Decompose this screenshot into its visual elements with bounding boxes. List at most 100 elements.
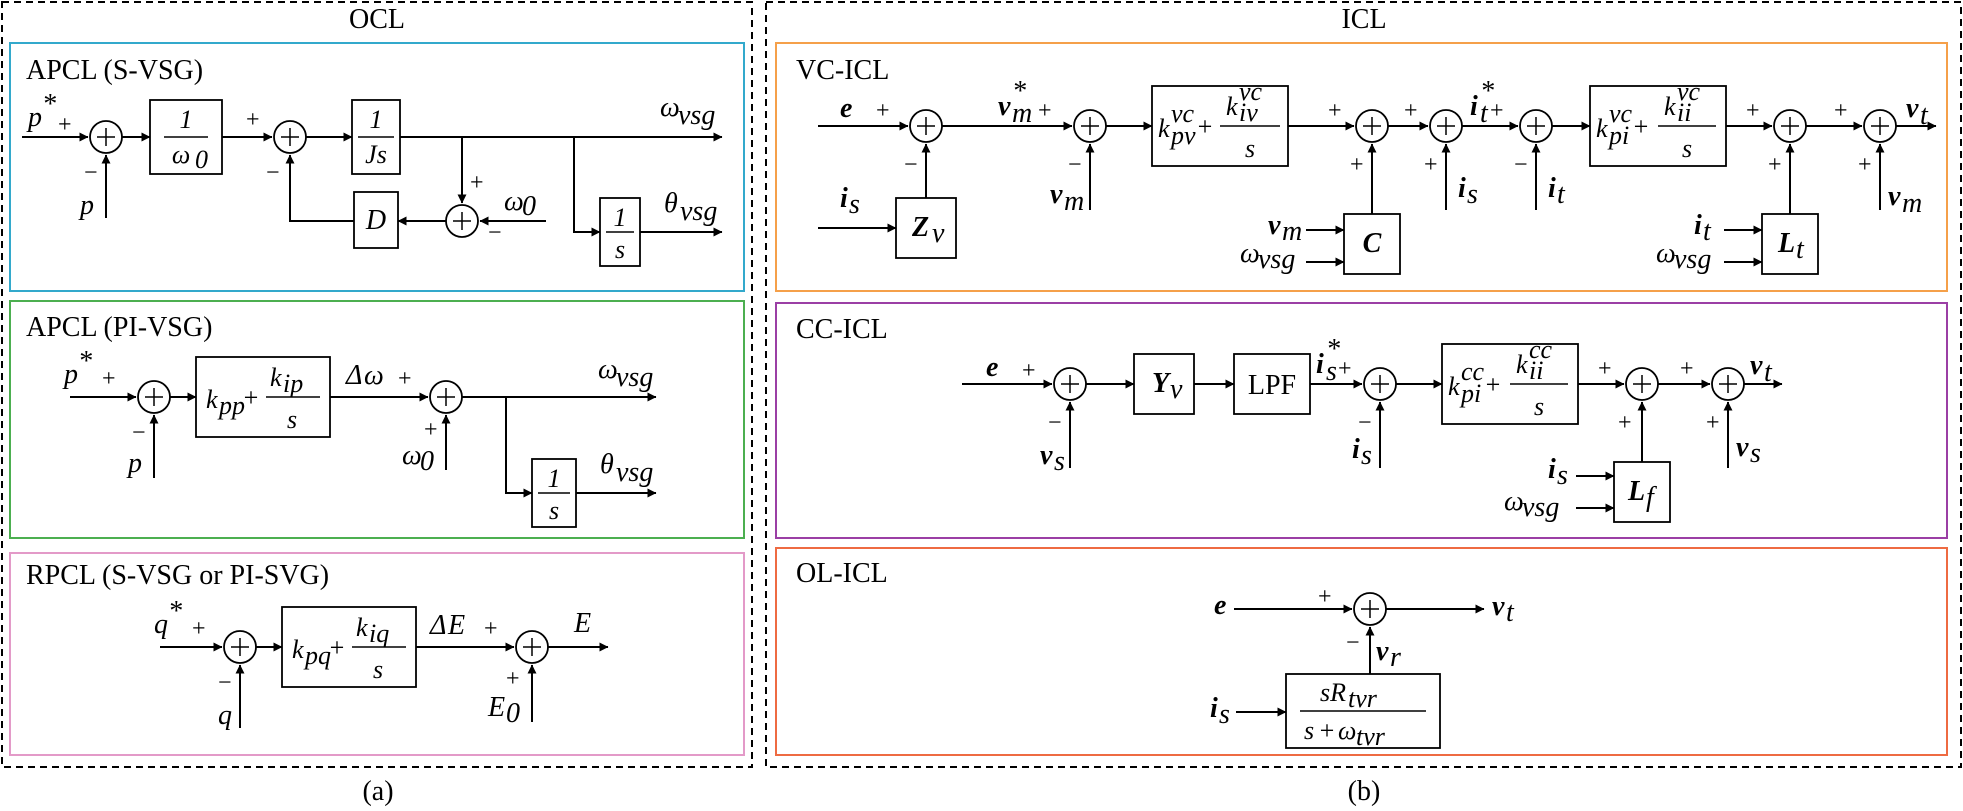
panel-ol-icl	[775, 547, 1948, 756]
sum-junction	[1863, 109, 1897, 143]
svg-text:t: t	[1703, 216, 1712, 247]
svg-text:Z: Z	[911, 212, 929, 243]
svg-text:e: e	[1214, 590, 1226, 621]
svg-text:+: +	[242, 383, 260, 412]
svg-text:f: f	[1646, 482, 1657, 513]
svg-text:+: +	[246, 107, 260, 133]
svg-text:vsg: vsg	[680, 196, 717, 227]
svg-text:v: v	[998, 91, 1011, 122]
panel-apcl-pivsg	[9, 300, 745, 539]
panel-title-rpcl: RPCL (S-VSG or PI-SVG)	[26, 560, 329, 591]
svg-text:s: s	[1304, 716, 1314, 745]
svg-text:ii: ii	[1529, 356, 1543, 385]
svg-text:v: v	[1040, 440, 1053, 471]
svg-text:L: L	[1777, 228, 1795, 259]
svg-text:−: −	[1068, 152, 1082, 178]
svg-text:vsg: vsg	[616, 457, 653, 488]
sum-junction	[1073, 109, 1107, 143]
svg-text:i: i	[1548, 454, 1556, 485]
sum-junction	[1363, 367, 1397, 401]
svg-text:+: +	[1328, 98, 1342, 124]
svg-text:t: t	[1480, 98, 1489, 129]
svg-text:v: v	[1750, 350, 1763, 381]
svg-text:s: s	[1557, 460, 1568, 491]
svg-text:*: *	[1326, 334, 1340, 365]
sum-junction	[137, 380, 171, 414]
svg-text:v: v	[1050, 179, 1063, 210]
svg-text:vc: vc	[1677, 77, 1701, 106]
svg-text:ω: ω	[1338, 716, 1356, 745]
svg-text:tvr: tvr	[1356, 722, 1386, 751]
sum-junction	[1355, 109, 1389, 143]
panel-apcl-svsg	[9, 42, 745, 292]
svg-text:v: v	[1376, 636, 1389, 667]
svg-text:cc: cc	[1461, 357, 1485, 386]
svg-text:ii: ii	[1677, 98, 1691, 127]
panel-title-apcl-svsg: APCL (S-VSG)	[26, 55, 203, 86]
svg-text:s: s	[373, 655, 383, 684]
svg-text:k: k	[1596, 114, 1608, 143]
svg-text:+: +	[398, 366, 412, 392]
svg-text:m: m	[1902, 188, 1922, 219]
svg-text:q: q	[218, 700, 232, 731]
svg-text:+: +	[1706, 410, 1720, 436]
lpf-label: LPF	[1248, 370, 1296, 401]
svg-text:*: *	[78, 346, 92, 377]
svg-text:−: −	[1346, 630, 1360, 656]
svg-text:i: i	[1548, 173, 1556, 204]
svg-text:s: s	[1534, 392, 1544, 421]
svg-text:−: −	[218, 670, 232, 696]
svg-text:+: +	[1858, 152, 1872, 178]
svg-text:−: −	[84, 160, 98, 186]
svg-text:s: s	[1219, 699, 1230, 730]
svg-text:vsg: vsg	[1258, 244, 1295, 275]
svg-text:+: +	[1038, 98, 1052, 124]
svg-text:p: p	[62, 359, 78, 390]
ocl-frame	[1, 1, 753, 768]
svg-text:s: s	[1361, 440, 1372, 471]
svg-text:+: +	[58, 112, 72, 138]
svg-text:pq: pq	[303, 641, 331, 670]
svg-text:+: +	[1318, 584, 1332, 610]
svg-text:Y: Y	[1152, 368, 1172, 399]
svg-text:ω: ω	[1656, 238, 1676, 269]
svg-text:m: m	[1064, 186, 1084, 217]
svg-text:s: s	[849, 189, 860, 220]
svg-text:s: s	[615, 235, 625, 264]
svg-text:*: *	[1012, 76, 1026, 107]
svg-text:t: t	[1764, 357, 1773, 388]
sum-junction	[1625, 367, 1659, 401]
svg-text:0: 0	[522, 191, 536, 222]
svg-text:E: E	[573, 608, 591, 639]
svg-text:k: k	[270, 363, 282, 392]
panel-cc-icl	[775, 302, 1948, 539]
svg-text:pi: pi	[1459, 379, 1481, 408]
icl-frame	[765, 1, 1962, 768]
sum-junction	[909, 109, 943, 143]
svg-text:t: t	[1557, 179, 1566, 210]
svg-text:Δ: Δ	[429, 610, 446, 641]
svg-text:k: k	[1516, 350, 1528, 379]
svg-text:vc: vc	[1609, 99, 1633, 128]
svg-text:+: +	[1484, 370, 1502, 399]
svg-text:v: v	[1736, 432, 1749, 463]
svg-text:cc: cc	[1529, 335, 1553, 364]
svg-text:ω: ω	[504, 186, 524, 217]
svg-text:ω: ω	[402, 440, 422, 471]
svg-text:+: +	[1632, 112, 1650, 141]
svg-text:−: −	[488, 220, 502, 246]
svg-text:e: e	[986, 352, 998, 383]
svg-text:pp: pp	[217, 391, 245, 420]
svg-text:0: 0	[506, 698, 520, 729]
svg-text:ω: ω	[598, 354, 618, 385]
svg-text:k: k	[1664, 92, 1676, 121]
svg-text:v: v	[1492, 591, 1505, 622]
svg-text:v: v	[1906, 93, 1919, 124]
svg-text:ip: ip	[283, 369, 303, 398]
svg-text:*: *	[42, 89, 56, 120]
svg-text:i: i	[840, 183, 848, 214]
svg-text:i: i	[1458, 173, 1466, 204]
svg-text:+: +	[484, 616, 498, 642]
svg-text:+: +	[102, 366, 116, 392]
